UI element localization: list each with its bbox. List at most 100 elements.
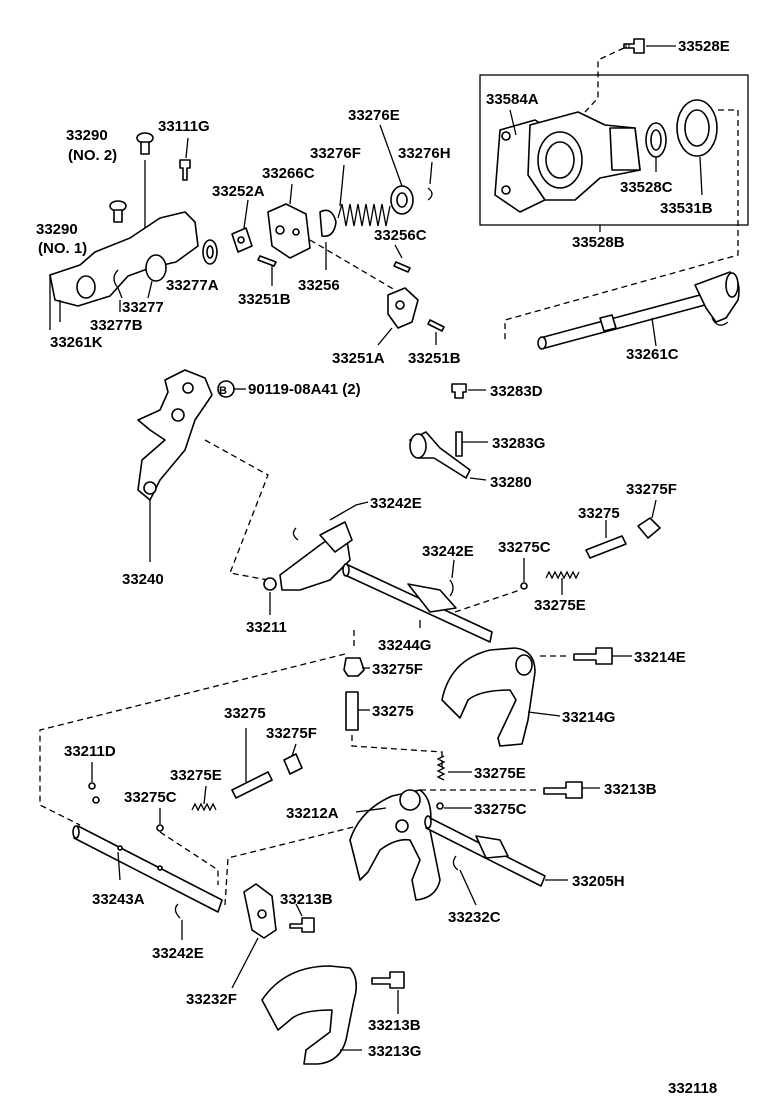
spring-33275E-c — [191, 802, 217, 812]
label-33528B: 33528B — [572, 234, 625, 251]
shift-head-33232F — [231, 883, 277, 989]
label-33290-no1: 33290 — [36, 221, 78, 238]
label-33283G: 33283G — [492, 435, 545, 452]
label-33213G: 33213G — [368, 1043, 421, 1060]
label-33277A: 33277A — [166, 277, 219, 294]
label-33290-no2-sub: (NO. 2) — [68, 147, 117, 164]
shift-inner-lever-33240 — [137, 369, 269, 581]
pin-33275-b — [345, 691, 359, 731]
label-33261C: 33261C — [626, 346, 679, 363]
shift-rod-33243A — [72, 825, 223, 913]
label-33275E-a: 33275E — [534, 597, 586, 614]
label-33251B-b: 33251B — [408, 350, 461, 367]
label-33290-no1-sub: (NO. 1) — [38, 240, 87, 257]
shift-lever-33266C — [267, 203, 337, 259]
ball-33275C-b — [156, 824, 164, 832]
part-labels: 33528E 33584A 33528C 33531B 33528B 33290… — [36, 38, 730, 1097]
spring-33275E-a — [545, 570, 580, 580]
clip-33277B — [113, 269, 123, 299]
label-33290-no2: 33290 — [66, 127, 108, 144]
label-33275F-b: 33275F — [372, 661, 423, 678]
spring-33276F — [337, 203, 391, 227]
ball-33275C-a — [520, 582, 528, 590]
label-33277: 33277 — [122, 299, 164, 316]
label-33266C: 33266C — [262, 165, 315, 182]
breather-33111G — [179, 159, 191, 181]
label-33528E: 33528E — [678, 38, 730, 55]
plug-33283D — [451, 383, 486, 399]
shift-rod-33244G — [342, 563, 493, 643]
label-33275C-a: 33275C — [498, 539, 551, 556]
label-90119-08A41: 90119-08A41 (2) — [248, 381, 361, 398]
plug-33275F-c — [283, 753, 303, 775]
ball-33211D-a — [88, 782, 96, 790]
bolt-33213B-c — [371, 971, 405, 1014]
ball-33211D-b — [92, 796, 100, 804]
label-33240: 33240 — [122, 571, 164, 588]
bolt-ref-symbol: B — [219, 385, 227, 397]
bolt-33213B-b — [289, 903, 315, 933]
shaft-33280 — [409, 431, 487, 481]
label-33275E-b: 33275E — [170, 767, 222, 784]
label-33283D: 33283D — [490, 383, 543, 400]
label-33531B: 33531B — [660, 200, 713, 217]
label-33211D: 33211D — [64, 743, 116, 760]
label-33275F-a: 33275F — [626, 481, 677, 498]
label-33275E-c: 33275E — [474, 765, 526, 782]
pin-33251B-a — [257, 255, 277, 267]
label-33275F-c: 33275F — [266, 725, 317, 742]
label-33275-a: 33275 — [578, 505, 620, 522]
label-33212A: 33212A — [286, 805, 339, 822]
fork-33213G — [261, 965, 362, 1065]
label-33243A: 33243A — [92, 891, 145, 908]
label-33275C-b: 33275C — [124, 789, 177, 806]
lever-33252A — [231, 227, 253, 253]
plug-33290-no2 — [136, 132, 154, 155]
pin-33283G — [455, 431, 488, 457]
bolt-ref-90119 — [217, 380, 246, 398]
pin-33251B-b — [427, 319, 445, 332]
retainer-group-frame — [479, 74, 749, 226]
label-33251B-a: 33251B — [238, 291, 291, 308]
label-33211: 33211 — [246, 619, 287, 636]
label-33261K: 33261K — [50, 334, 103, 351]
label-33256C: 33256C — [374, 227, 427, 244]
shift-shaft-33261C — [537, 271, 740, 350]
label-33275-c: 33275 — [224, 705, 266, 722]
label-33213B-a: 33213B — [604, 781, 657, 798]
label-33232C: 33232C — [448, 909, 501, 926]
plug-33275F-a — [637, 517, 661, 539]
label-33244G: 33244G — [378, 637, 431, 654]
ring-33276H — [427, 187, 433, 201]
pin-33256C — [393, 261, 411, 273]
lever-33251A — [387, 287, 419, 329]
lever-housing-group — [49, 124, 445, 346]
shift-shaft-33205H — [424, 815, 568, 887]
plug-33275F-b — [343, 657, 370, 677]
label-33280: 33280 — [490, 474, 532, 491]
label-33275C-c: 33275C — [474, 801, 527, 818]
diagram-id: 332118 — [668, 1080, 717, 1097]
label-33242E-a: 33242E — [370, 495, 422, 512]
shift-head-33211 — [263, 521, 353, 615]
label-33276E: 33276E — [348, 107, 400, 124]
label-33213B-c: 33213B — [368, 1017, 421, 1034]
label-33528C: 33528C — [620, 179, 673, 196]
label-33242E-b: 33242E — [422, 543, 474, 560]
fork-33214G — [441, 647, 561, 747]
label-33584A: 33584A — [486, 91, 539, 108]
label-33205H: 33205H — [572, 873, 625, 890]
pin-33275-a — [585, 535, 627, 559]
label-33252A: 33252A — [212, 183, 265, 200]
ring-33232C — [452, 855, 459, 871]
label-33276F: 33276F — [310, 145, 361, 162]
label-33256: 33256 — [298, 277, 340, 294]
ring-33242E-c — [174, 903, 181, 919]
label-33242E-c: 33242E — [152, 945, 204, 962]
label-33214G: 33214G — [562, 709, 615, 726]
ring-33242E-b — [449, 579, 454, 597]
bolt-33214E — [573, 647, 632, 665]
plug-33290-no1 — [109, 200, 127, 223]
bushing-33277 — [145, 254, 167, 282]
